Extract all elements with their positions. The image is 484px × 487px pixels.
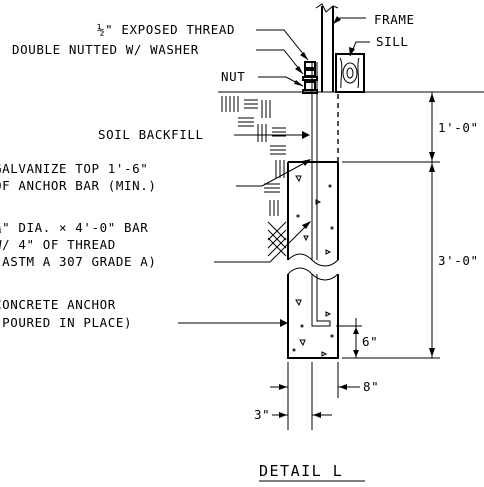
dim-offset: 3"	[254, 407, 270, 422]
soil-hatch	[221, 96, 287, 257]
dim-width: 8"	[363, 379, 379, 394]
leader-lines	[178, 16, 370, 327]
label-concrete-line2: (POURED IN PLACE)	[0, 315, 132, 330]
dim-upper: 1'-0"	[438, 120, 479, 135]
concrete-aggregate	[292, 175, 334, 357]
nut-assembly	[302, 61, 318, 94]
anchor-bar	[311, 62, 331, 327]
concrete-anchor-upper	[287, 161, 339, 260]
dim-hook: 6"	[362, 334, 378, 349]
label-bar-line2: W/ 4" OF THREAD	[0, 237, 116, 252]
label-soil-backfill: SOIL BACKFILL	[98, 127, 204, 142]
frame-post	[315, 3, 339, 92]
detail-title: DETAIL L	[259, 462, 343, 480]
label-galvanize-line2: OF ANCHOR BAR (MIN.)	[0, 178, 157, 193]
dim-lower: 3'-0"	[438, 253, 479, 268]
label-sill: SILL	[376, 34, 409, 49]
concrete-anchor-lower	[287, 274, 339, 359]
label-bar-line1: ⅝" DIA. × 4'-0" BAR	[0, 220, 148, 235]
label-double-nutted: DOUBLE NUTTED W/ WASHER	[12, 42, 199, 57]
break-line-bottom	[287, 267, 339, 281]
break-line-top	[287, 253, 339, 267]
label-nut: NUT	[221, 69, 245, 84]
dimension-lines	[270, 91, 440, 430]
label-bar-line3: (ASTM A 307 GRADE A)	[0, 254, 157, 269]
label-galvanize-line1: GALVANIZE TOP 1'-6"	[0, 161, 148, 176]
label-exposed-thread: ½" EXPOSED THREAD	[97, 22, 235, 37]
label-concrete-line1: CONCRETE ANCHOR	[0, 297, 116, 312]
label-frame: FRAME	[374, 12, 415, 27]
sill-block	[335, 53, 365, 93]
